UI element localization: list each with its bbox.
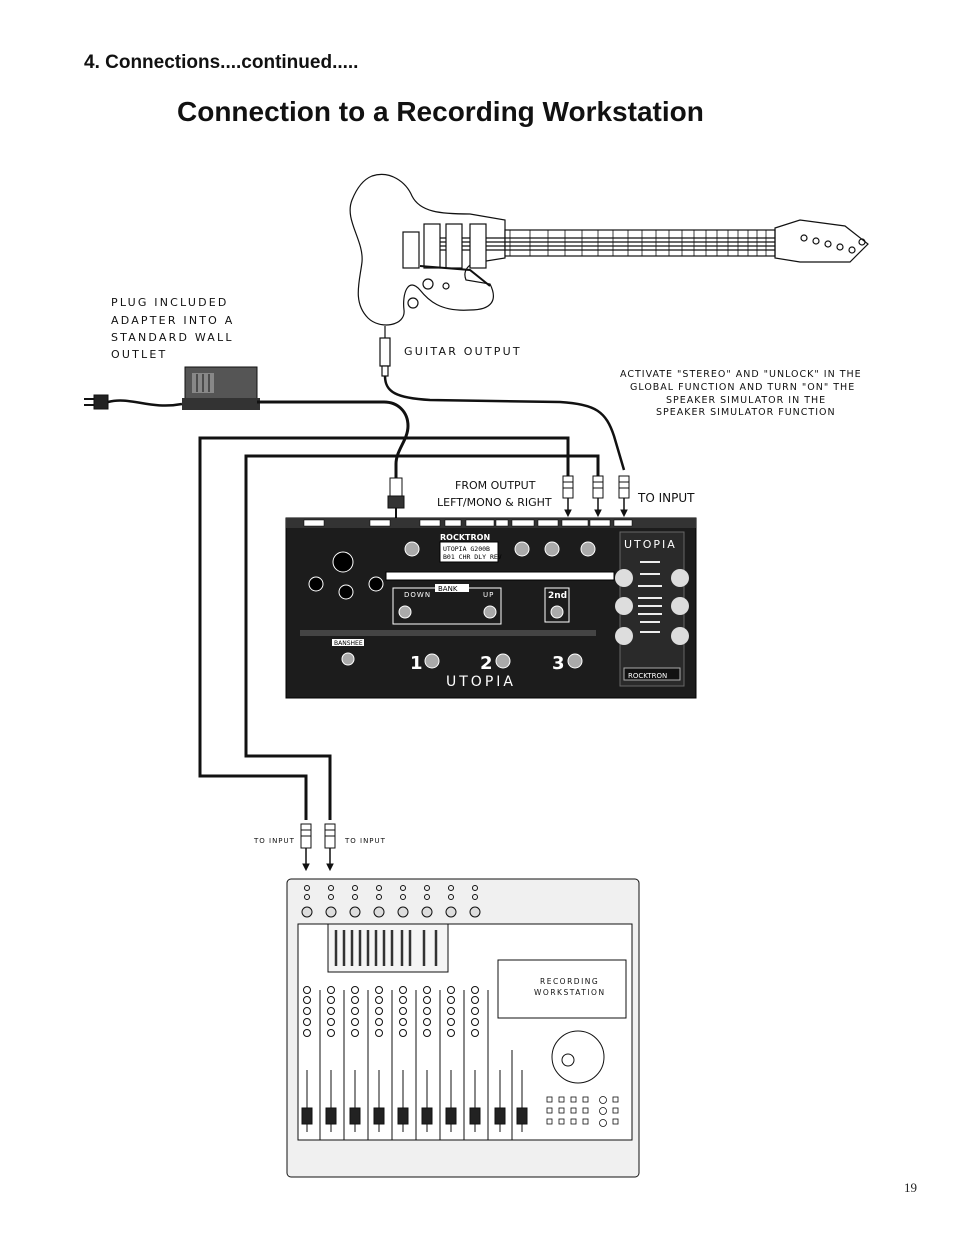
adapter-label-line3: STANDARD WALL — [111, 331, 234, 344]
power-connector — [387, 477, 405, 520]
section-heading: 4. Connections....continued..... — [84, 52, 359, 73]
footswitch-2-label: 2 — [480, 653, 493, 674]
adapter-label-line1: PLUG INCLUDED — [111, 296, 229, 309]
workstation-input-plug-left — [300, 823, 312, 872]
footswitch-3-label: 3 — [552, 653, 565, 674]
guitar-output-label: GUITAR OUTPUT — [404, 345, 522, 358]
note-line3: SPEAKER SIMULATOR IN THE — [666, 395, 826, 406]
bank-label: BANK — [438, 585, 458, 593]
output-plug-right — [592, 475, 604, 518]
note-line2: GLOBAL FUNCTION AND TURN "ON" THE — [630, 382, 855, 393]
workstation-label-line1: RECORDING — [540, 977, 599, 986]
output-cable-right — [244, 454, 600, 820]
up-label: UP — [483, 591, 494, 599]
adapter-label-line4: OUTLET — [111, 348, 167, 361]
brand-label: ROCKTRON — [440, 533, 490, 542]
input-plug — [618, 475, 630, 518]
to-input-label-left: TO INPUT — [253, 837, 295, 845]
product-label: UTOPIA — [446, 674, 516, 690]
from-output-label-line1: FROM OUTPUT — [455, 479, 536, 492]
guitar-cable — [383, 375, 626, 471]
footswitch-2 — [495, 653, 511, 669]
workstation-input-plug-right — [324, 823, 336, 872]
side-product-label: UTOPIA — [624, 538, 677, 551]
power-cable — [257, 400, 410, 478]
down-label: DOWN — [404, 591, 431, 599]
side-brand-label: ROCKTRON — [628, 672, 667, 680]
guitar-output-plug — [379, 326, 391, 377]
guitar-illustration — [349, 173, 869, 326]
output-plug-left — [562, 475, 574, 518]
footswitch-1-label: 1 — [410, 653, 423, 674]
page-title: Connection to a Recording Workstation — [177, 96, 704, 127]
to-input-label-right: TO INPUT — [344, 837, 386, 845]
adapter-label-line2: ADAPTER INTO A — [111, 314, 234, 327]
display-line2: B01 CHR DLY REV — [443, 553, 502, 561]
recording-workstation — [286, 878, 640, 1178]
from-output-label-line2: LEFT/MONO & RIGHT — [437, 496, 552, 509]
output-cable-left — [198, 436, 570, 820]
wall-plug — [84, 394, 183, 410]
workstation-label-line2: WORKSTATION — [534, 988, 606, 997]
page-number: 19 — [904, 1180, 917, 1195]
to-input-label-main: TO INPUT — [637, 491, 695, 505]
banshee-label: BANSHEE — [334, 640, 363, 647]
note-line4: SPEAKER SIMULATOR FUNCTION — [656, 407, 836, 418]
display-line1: UTOPIA G200B — [443, 545, 490, 553]
second-label: 2nd — [548, 591, 567, 601]
utopia-device: UTOPIA ROCKTRON UTOPIA G200B B01 CHR DLY… — [285, 517, 697, 699]
footswitch-3 — [567, 653, 583, 669]
note-line1: ACTIVATE "STEREO" AND "UNLOCK" IN THE — [620, 369, 862, 380]
power-adapter — [182, 366, 260, 410]
footswitch-1 — [424, 653, 440, 669]
